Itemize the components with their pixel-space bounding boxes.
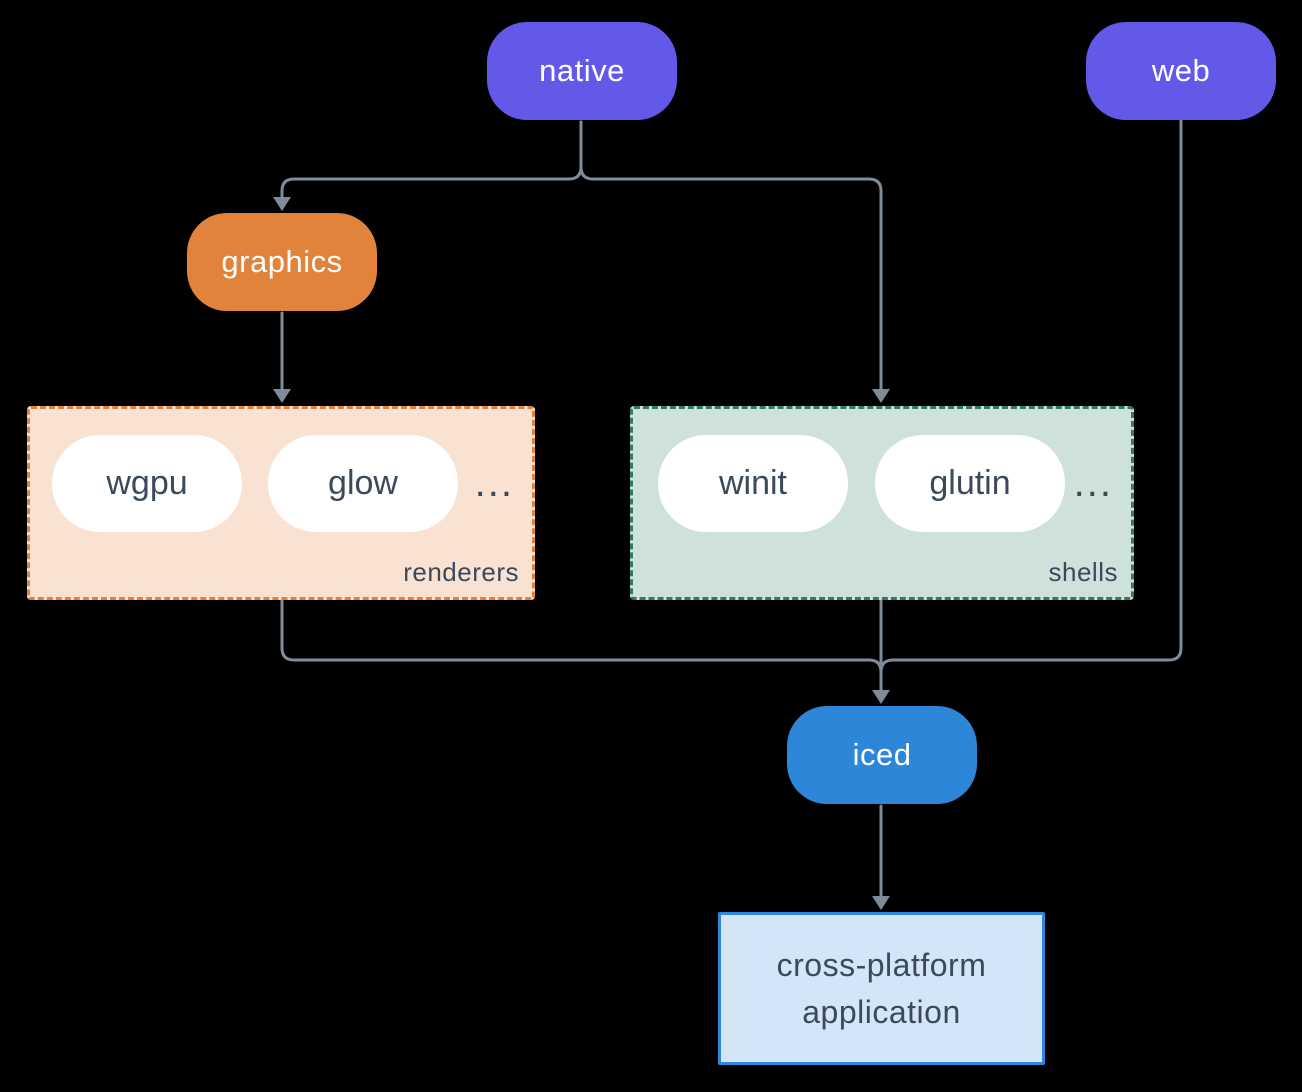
node-graphics-label: graphics — [221, 244, 343, 279]
node-graphics: graphics — [187, 213, 377, 311]
app-label-line2: application — [802, 993, 961, 1030]
edge-native-to-shells — [579, 120, 883, 392]
node-wgpu: wgpu — [52, 435, 242, 532]
shells-ellipsis: ... — [1073, 461, 1113, 505]
node-iced-label: iced — [852, 737, 912, 772]
arrowhead-shells — [872, 389, 890, 403]
arrowhead-renderers — [273, 389, 291, 403]
node-winit-label: winit — [718, 464, 788, 502]
node-iced: iced — [787, 706, 977, 804]
group-shells: winit glutin ... shells — [630, 406, 1134, 600]
node-glow: glow — [268, 435, 458, 532]
arrowhead-graphics — [273, 197, 291, 211]
node-web: web — [1086, 22, 1276, 120]
app-label-line1: cross-platform — [776, 946, 987, 983]
group-renderers-label: renderers — [403, 557, 519, 587]
group-shells-label: shells — [1048, 557, 1118, 587]
edge-native-to-graphics — [280, 120, 583, 200]
group-renderers: wgpu glow ... renderers — [27, 406, 535, 600]
node-web-label: web — [1151, 53, 1211, 88]
node-native-label: native — [539, 53, 625, 88]
node-winit: winit — [658, 435, 848, 532]
renderers-ellipsis: ... — [474, 461, 514, 505]
node-glow-label: glow — [328, 464, 398, 502]
node-native: native — [487, 22, 677, 120]
node-wgpu-label: wgpu — [106, 464, 188, 502]
arrowhead-app — [872, 896, 890, 910]
node-glutin-label: glutin — [929, 464, 1011, 502]
edge-renderers-to-iced — [280, 599, 883, 674]
arrowhead-iced — [872, 690, 890, 704]
node-glutin: glutin — [875, 435, 1065, 532]
node-cross-platform-application: cross-platform application — [718, 912, 1045, 1065]
